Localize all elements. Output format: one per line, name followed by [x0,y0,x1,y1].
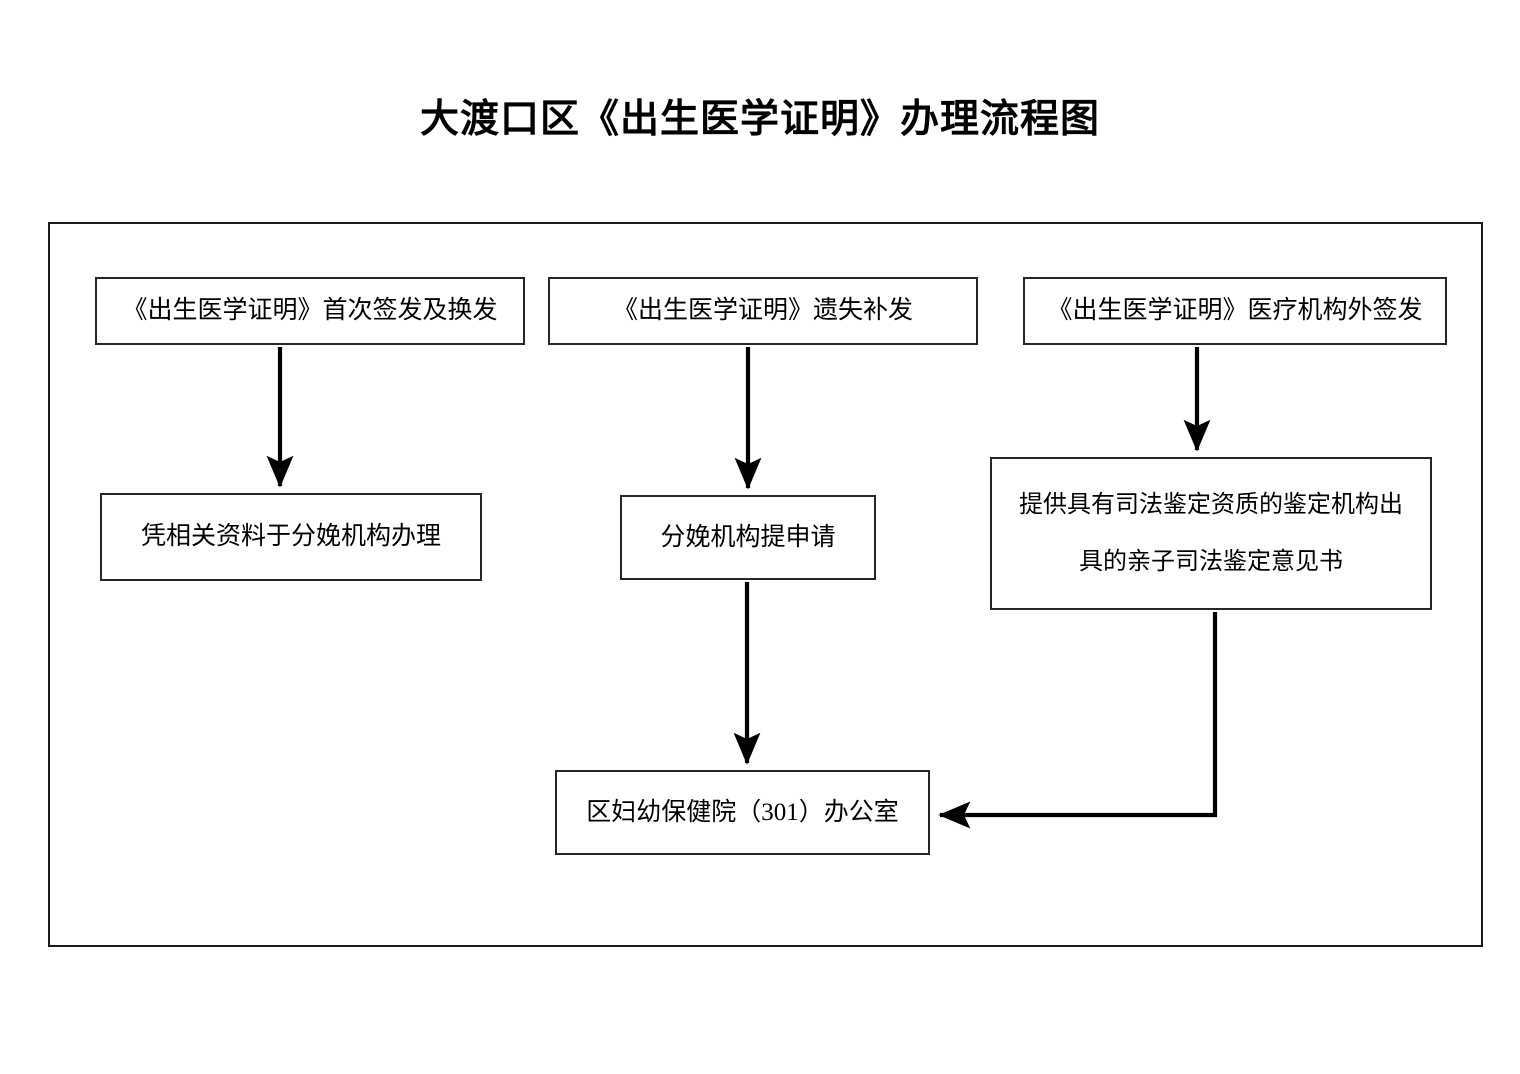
node-handle-at-birth-institution-label: 凭相关资料于分娩机构办理 [140,523,441,551]
node-lost-reissue-label: 《出生医学证明》遗失补发 [612,297,913,325]
node-judicial-appraisal-label-line1: 提供具有司法鉴定资质的鉴定机构出 [1019,492,1403,519]
node-first-issue-label: 《出生医学证明》首次签发及换发 [122,297,498,325]
page-title: 大渡口区《出生医学证明》办理流程图 [419,98,1100,141]
node-apply-at-birth-institution: 分娩机构提申请 [620,495,876,580]
node-handle-at-birth-institution: 凭相关资料于分娩机构办理 [100,493,482,581]
node-outside-issue: 《出生医学证明》医疗机构外签发 [1023,277,1447,345]
node-mch-office-label: 区妇幼保健院（301）办公室 [586,798,899,826]
node-outside-issue-label: 《出生医学证明》医疗机构外签发 [1047,297,1423,325]
node-mch-office: 区妇幼保健院（301）办公室 [555,770,930,855]
node-lost-reissue: 《出生医学证明》遗失补发 [548,277,978,345]
node-apply-at-birth-institution-label: 分娩机构提申请 [660,523,836,551]
node-judicial-appraisal: 提供具有司法鉴定资质的鉴定机构出 具的亲子司法鉴定意见书 [990,457,1432,610]
node-first-issue: 《出生医学证明》首次签发及换发 [95,277,525,345]
node-judicial-appraisal-label-line2: 具的亲子司法鉴定意见书 [1079,548,1343,575]
diagram-frame [48,222,1483,947]
